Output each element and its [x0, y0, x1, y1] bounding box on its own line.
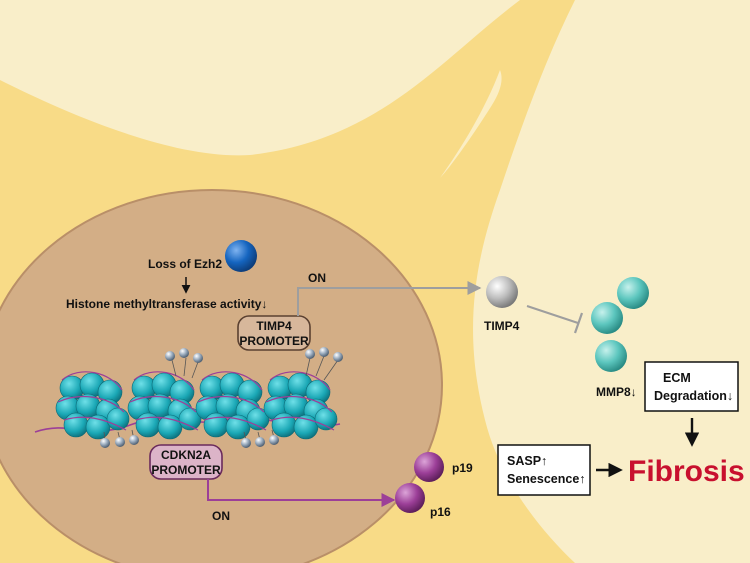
methyl-group-beads-top — [165, 347, 343, 381]
sasp-line1: SASP↑ — [507, 454, 547, 468]
mmp8-protein — [595, 340, 627, 372]
loss-of-ezh2-label: Loss of Ezh2 — [148, 257, 222, 271]
neighbor-cell — [140, 0, 505, 122]
timp4-protein — [486, 276, 518, 308]
cdkn2a-activation-arrow — [207, 479, 396, 507]
timp4-activation-arrow — [297, 281, 482, 316]
p16-protein — [395, 483, 425, 513]
timp4-promoter: TIMP4 PROMOTER — [237, 315, 311, 351]
ecm-degradation-box: ECM Degradation↓ — [644, 361, 739, 412]
mmp8-protein — [591, 302, 623, 334]
nucleosome-3 — [195, 371, 270, 440]
cdkn2a-promoter-line2: PROMOTER — [151, 463, 221, 477]
sasp-line2: Senescence↑ — [507, 472, 586, 486]
p16-label: p16 — [430, 505, 451, 519]
fibrosis-label: Fibrosis — [628, 455, 745, 488]
nucleus — [0, 189, 443, 563]
on-label-bottom: ON — [212, 509, 230, 523]
cdkn2a-promoter: CDKN2A PROMOTER — [149, 444, 223, 480]
histone-activity-label: Histone methyltransferase activity↓ — [66, 297, 267, 311]
p19-protein — [414, 452, 444, 482]
mmp8-protein — [617, 277, 649, 309]
inhibition-line — [526, 305, 584, 334]
sasp-senescence-box: SASP↑ Senescence↑ — [497, 444, 591, 496]
timp4-protein-label: TIMP4 — [484, 319, 520, 333]
cdkn2a-promoter-line1: CDKN2A — [161, 448, 211, 462]
mmp8-label: MMP8↓ — [596, 385, 637, 399]
ezh2-protein — [225, 240, 257, 272]
nucleosome-1 — [55, 371, 130, 440]
nucleosome-2 — [127, 371, 202, 440]
timp4-promoter-line2: PROMOTER — [239, 334, 309, 348]
ecm-line1: ECM — [663, 371, 691, 385]
p19-label: p19 — [452, 461, 473, 475]
on-label-top: ON — [308, 271, 326, 285]
timp4-promoter-line1: TIMP4 — [256, 319, 292, 333]
ecm-line2: Degradation↓ — [654, 389, 733, 403]
methyl-group-beads-bottom — [100, 429, 279, 448]
nucleosome-4 — [263, 371, 338, 440]
